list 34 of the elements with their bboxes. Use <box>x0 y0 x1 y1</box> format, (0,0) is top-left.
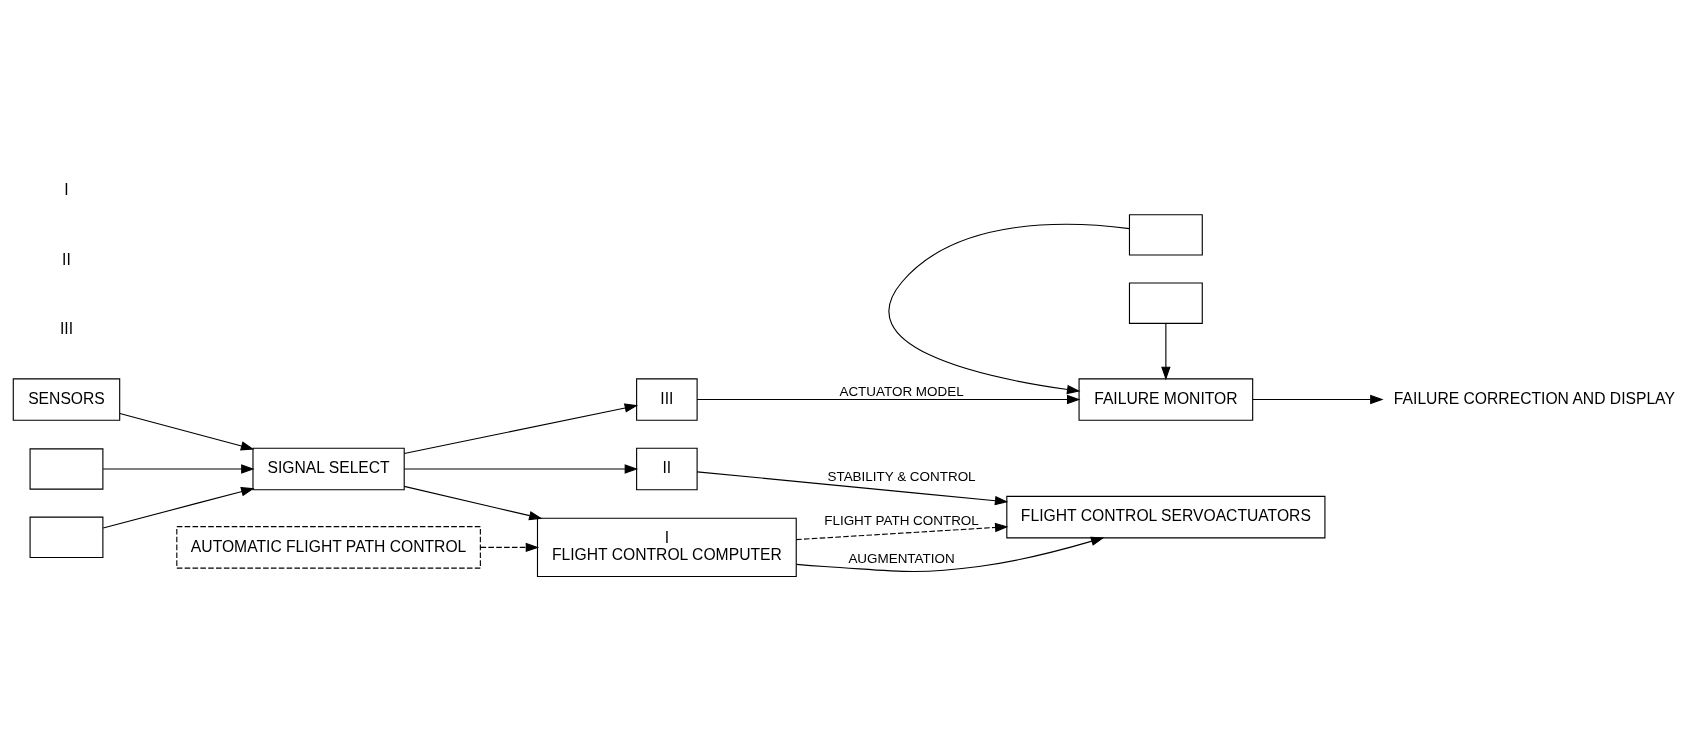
arrow <box>479 542 540 552</box>
arrow <box>696 470 1009 505</box>
node-box: SENSORS <box>12 377 121 421</box>
node-box: SIGNAL SELECT <box>252 447 405 490</box>
edge-label: ACTUATOR MODEL <box>839 383 964 399</box>
edge-label: STABILITY & CONTROL <box>827 468 976 484</box>
arrow <box>119 412 255 450</box>
arrow <box>403 402 639 454</box>
arrow <box>1252 394 1384 404</box>
node-box <box>29 516 104 558</box>
arrow <box>403 463 639 474</box>
label: II <box>62 250 71 268</box>
arrow <box>795 522 1009 540</box>
node-box <box>29 447 104 490</box>
node-box <box>1128 213 1203 256</box>
node-box: II <box>636 447 698 490</box>
label: I <box>64 180 69 198</box>
arrow <box>1161 322 1171 380</box>
arrow <box>102 463 255 474</box>
node-box: III <box>636 377 698 421</box>
edge-label: AUGMENTATION <box>848 550 955 566</box>
arrow <box>403 485 543 520</box>
node-box <box>1128 282 1203 324</box>
node-text: FAILURE CORRECTION AND DISPLAY <box>1393 389 1675 407</box>
node-box: FAILURE MONITOR <box>1078 377 1254 421</box>
arrow <box>696 394 1081 404</box>
node-box: I FLIGHT CONTROL COMPUTER <box>536 517 797 577</box>
arrow <box>102 486 255 528</box>
node-box: FLIGHT CONTROL SERVOACTUATORS <box>1006 495 1326 538</box>
arrow <box>888 223 1130 394</box>
arrow <box>796 536 1105 572</box>
node-box: AUTOMATIC FLIGHT PATH CONTROL <box>176 525 481 569</box>
label: III <box>59 319 74 337</box>
edge-label: FLIGHT PATH CONTROL <box>824 512 979 528</box>
